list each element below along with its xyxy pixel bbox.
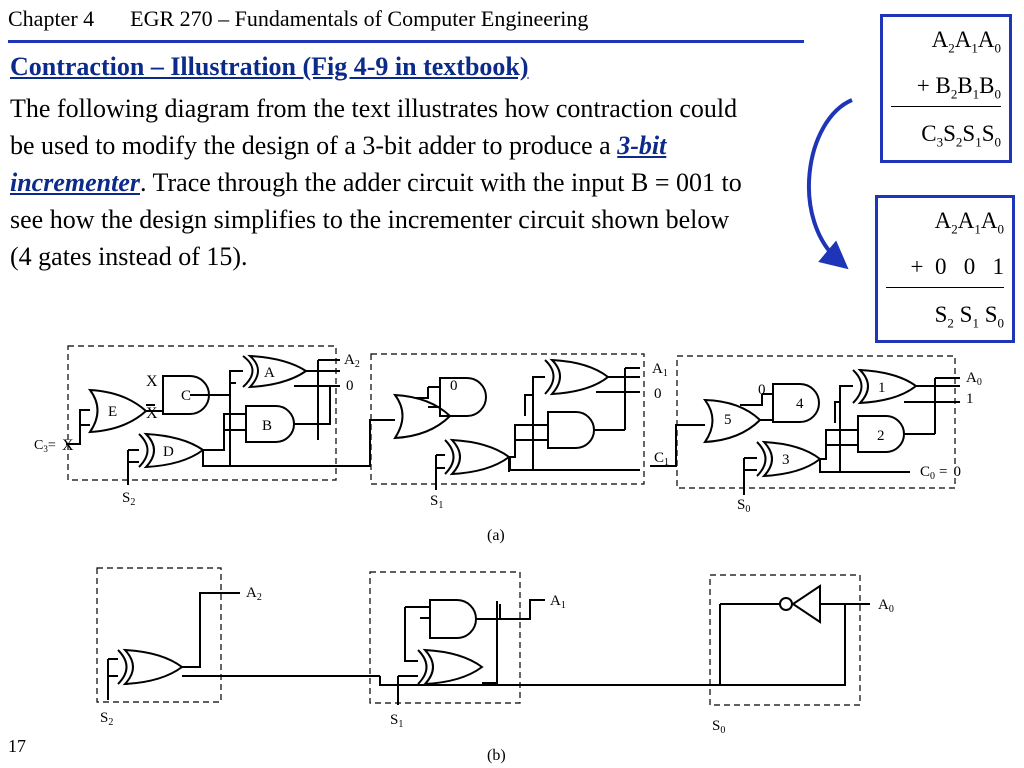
incrementer-row-sum: S2 S1 S0: [934, 302, 1004, 331]
s1-label-a: S1: [430, 493, 443, 511]
incrementer-equation-box: A2A1A0 + 0 0 1 S2 S1 S0: [875, 195, 1015, 343]
gate-label-1: 1: [878, 380, 886, 396]
caption-a: (a): [487, 527, 505, 544]
gate-b1-xor: [417, 648, 484, 686]
incrementer-emphasis: 3-bit incrementer: [10, 131, 667, 197]
adder-row-a: A2A1A0: [931, 27, 1001, 56]
x-mark-c-top: X: [146, 373, 158, 390]
s1-label-b: S1: [390, 712, 403, 730]
slide-header: Chapter 4 EGR 270 – Fundamentals of Compu…: [8, 6, 588, 32]
adder-equation-box: A2A1A0 + B2B1B0 C3S2S1S0: [880, 14, 1012, 163]
gate-s1-xor-top: [544, 358, 610, 396]
adder-row-b: + B2B1B0: [916, 73, 1001, 102]
incrementer-sum-rule: [886, 287, 1004, 288]
gate-label-c: C: [181, 388, 191, 404]
zero-label-a1: 0: [654, 386, 662, 402]
gate-label-b: B: [262, 418, 272, 434]
slide-title: Contraction – Illustration (Fig 4-9 in t…: [10, 52, 529, 81]
gate-label-a: A: [264, 365, 275, 381]
gate-b2-xor: [117, 648, 184, 686]
a0-label-a: A0: [966, 370, 982, 388]
page-number: 17: [8, 736, 26, 756]
chapter-label: Chapter 4: [8, 6, 95, 31]
a1-label-b: A1: [550, 593, 566, 611]
gate-s1-and-top: [439, 377, 487, 417]
a2-label-a: A2: [344, 352, 360, 370]
adder-row-sum: C3S2S1S0: [921, 121, 1001, 150]
gate-label-4: 4: [796, 396, 804, 412]
gate-label-e: E: [108, 404, 117, 420]
stage-box-b2: [96, 567, 222, 703]
s2-label-a: S2: [122, 490, 135, 508]
gate-e-or: [87, 388, 148, 434]
gate-s1-and-mid: [547, 411, 595, 449]
gate-d-xor: [138, 432, 205, 469]
not-gate: [791, 584, 821, 624]
one-label-a0: 1: [966, 391, 974, 407]
gate-3-xor: [756, 440, 822, 478]
stage-box-0: [676, 355, 956, 489]
c1-label-a: C1: [654, 450, 669, 468]
body-text-part2: . Trace through the adder circuit with t…: [10, 168, 742, 271]
incrementer-row-a: A2A1A0: [934, 208, 1004, 237]
gate-2-and: [857, 415, 905, 453]
zero-label-s1: 0: [450, 378, 458, 394]
caption-b: (b): [487, 747, 506, 764]
a1-label-a: A1: [652, 361, 668, 379]
incrementer-row-b: + 0 0 1: [910, 254, 1004, 279]
gate-1-xor: [852, 368, 918, 405]
gate-label-3: 3: [782, 452, 790, 468]
body-text-part1: The following diagram from the text illu…: [10, 94, 738, 160]
gate-s1-xor-bot: [444, 438, 511, 476]
s0-label-b: S0: [712, 718, 725, 736]
transform-arrow: [807, 98, 853, 270]
gate-c-and: [162, 375, 210, 415]
c0-label-a: C0=0: [920, 464, 961, 482]
gate-label-d: D: [163, 444, 174, 460]
x-mark-c-bot: X: [146, 405, 158, 422]
s0-label-a: S0: [737, 497, 750, 515]
diagram-a: [66, 345, 960, 495]
gate-s1-or: [392, 393, 452, 440]
gate-a-xor: [242, 354, 308, 389]
stage-box-b0: [709, 574, 861, 706]
diagram-b: [96, 567, 870, 706]
gate-5-or: [702, 398, 762, 444]
zero-label-a2: 0: [346, 378, 354, 394]
header-rule: [8, 40, 804, 43]
not-gate-bubble: [779, 597, 793, 611]
gate-b1-and: [429, 599, 477, 639]
gate-label-2: 2: [877, 428, 885, 444]
gate-4-and: [772, 383, 820, 423]
s2-label-b: S2: [100, 710, 113, 728]
body-text: The following diagram from the text illu…: [10, 90, 750, 275]
zero-label-s0: 0: [758, 382, 766, 398]
a0-label-b: A0: [878, 597, 894, 615]
course-label: EGR 270 – Fundamentals of Computer Engin…: [130, 6, 589, 31]
x-mark-c3: X: [62, 437, 74, 454]
gate-b-and: [245, 405, 295, 443]
stage-box-b1: [369, 571, 521, 704]
stage-box-2: [67, 345, 337, 481]
c3-label: C3=: [34, 438, 56, 454]
adder-sum-rule: [891, 106, 1001, 107]
a2-label-b: A2: [246, 585, 262, 603]
gate-label-5: 5: [724, 412, 732, 428]
